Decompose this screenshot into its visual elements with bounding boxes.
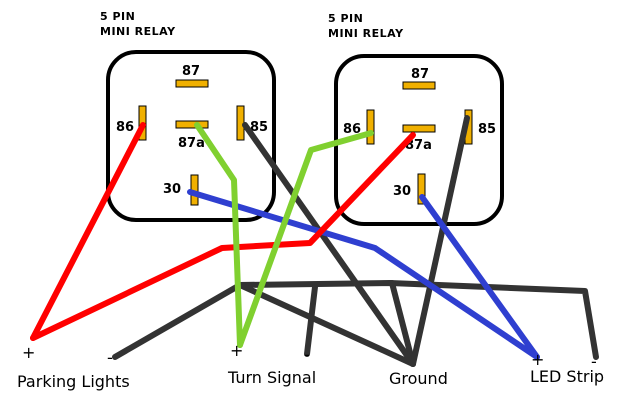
relay1-label-30: 30 [163, 182, 181, 197]
relay1-label-86: 86 [116, 120, 134, 135]
relay1-pin86-parking-wire [30, 122, 146, 341]
turn-relay2-pin86-wire [237, 130, 374, 348]
relay-2: 87 86 87a 85 30 [334, 54, 504, 226]
relay1-ground-branch-wire [237, 282, 416, 367]
relay2-pin30-led-wire [419, 194, 540, 360]
relay1-pin-87 [175, 79, 209, 88]
relay1-title-line1: 5 PIN [100, 10, 135, 23]
relay2-label-86: 86 [343, 122, 361, 137]
relay2-pin-86 [366, 109, 375, 145]
relay1-label-87: 87 [182, 64, 200, 79]
relay2-pin-87 [402, 81, 436, 90]
turn-plus-sign: + [230, 341, 243, 360]
relay2-pin-30 [417, 173, 426, 205]
relay1-title-line2: MINI RELAY [100, 25, 176, 38]
led-minus-sign: - [591, 352, 597, 371]
relay2-label-85: 85 [478, 122, 496, 137]
parking-relay2-pin87a-wire [30, 132, 416, 341]
relay1-pin30-led-wire [187, 189, 540, 360]
turn-minus-sign: - [304, 345, 310, 364]
relay2-title-line1: 5 PIN [328, 12, 363, 25]
parking-plus-sign: + [22, 343, 35, 362]
relay1-label-87a: 87a [178, 136, 205, 151]
relay2-label-87: 87 [411, 67, 429, 82]
relay2-label-87a: 87a [405, 138, 432, 153]
relay2-label-30: 30 [393, 184, 411, 199]
parking-minus-sign: - [107, 348, 113, 367]
relay1-pin-87a [175, 120, 209, 129]
relay1-label-85: 85 [250, 120, 268, 135]
relay1-pin87a-turn-wire [194, 122, 243, 348]
led-plus-sign: + [531, 350, 544, 369]
parking-lights-label: Parking Lights [17, 372, 130, 391]
relay2-pin-87a [402, 124, 436, 133]
ground-bus-drop-wire [389, 280, 416, 367]
relay2-title-line2: MINI RELAY [328, 27, 404, 40]
led-strip-label: LED Strip [530, 367, 604, 386]
relay2-pin85-ground-wire [410, 115, 470, 367]
relay1-pin85-ground-wire [242, 122, 416, 367]
ground-label: Ground [389, 369, 448, 388]
turn-signal-label: Turn Signal [227, 368, 316, 387]
